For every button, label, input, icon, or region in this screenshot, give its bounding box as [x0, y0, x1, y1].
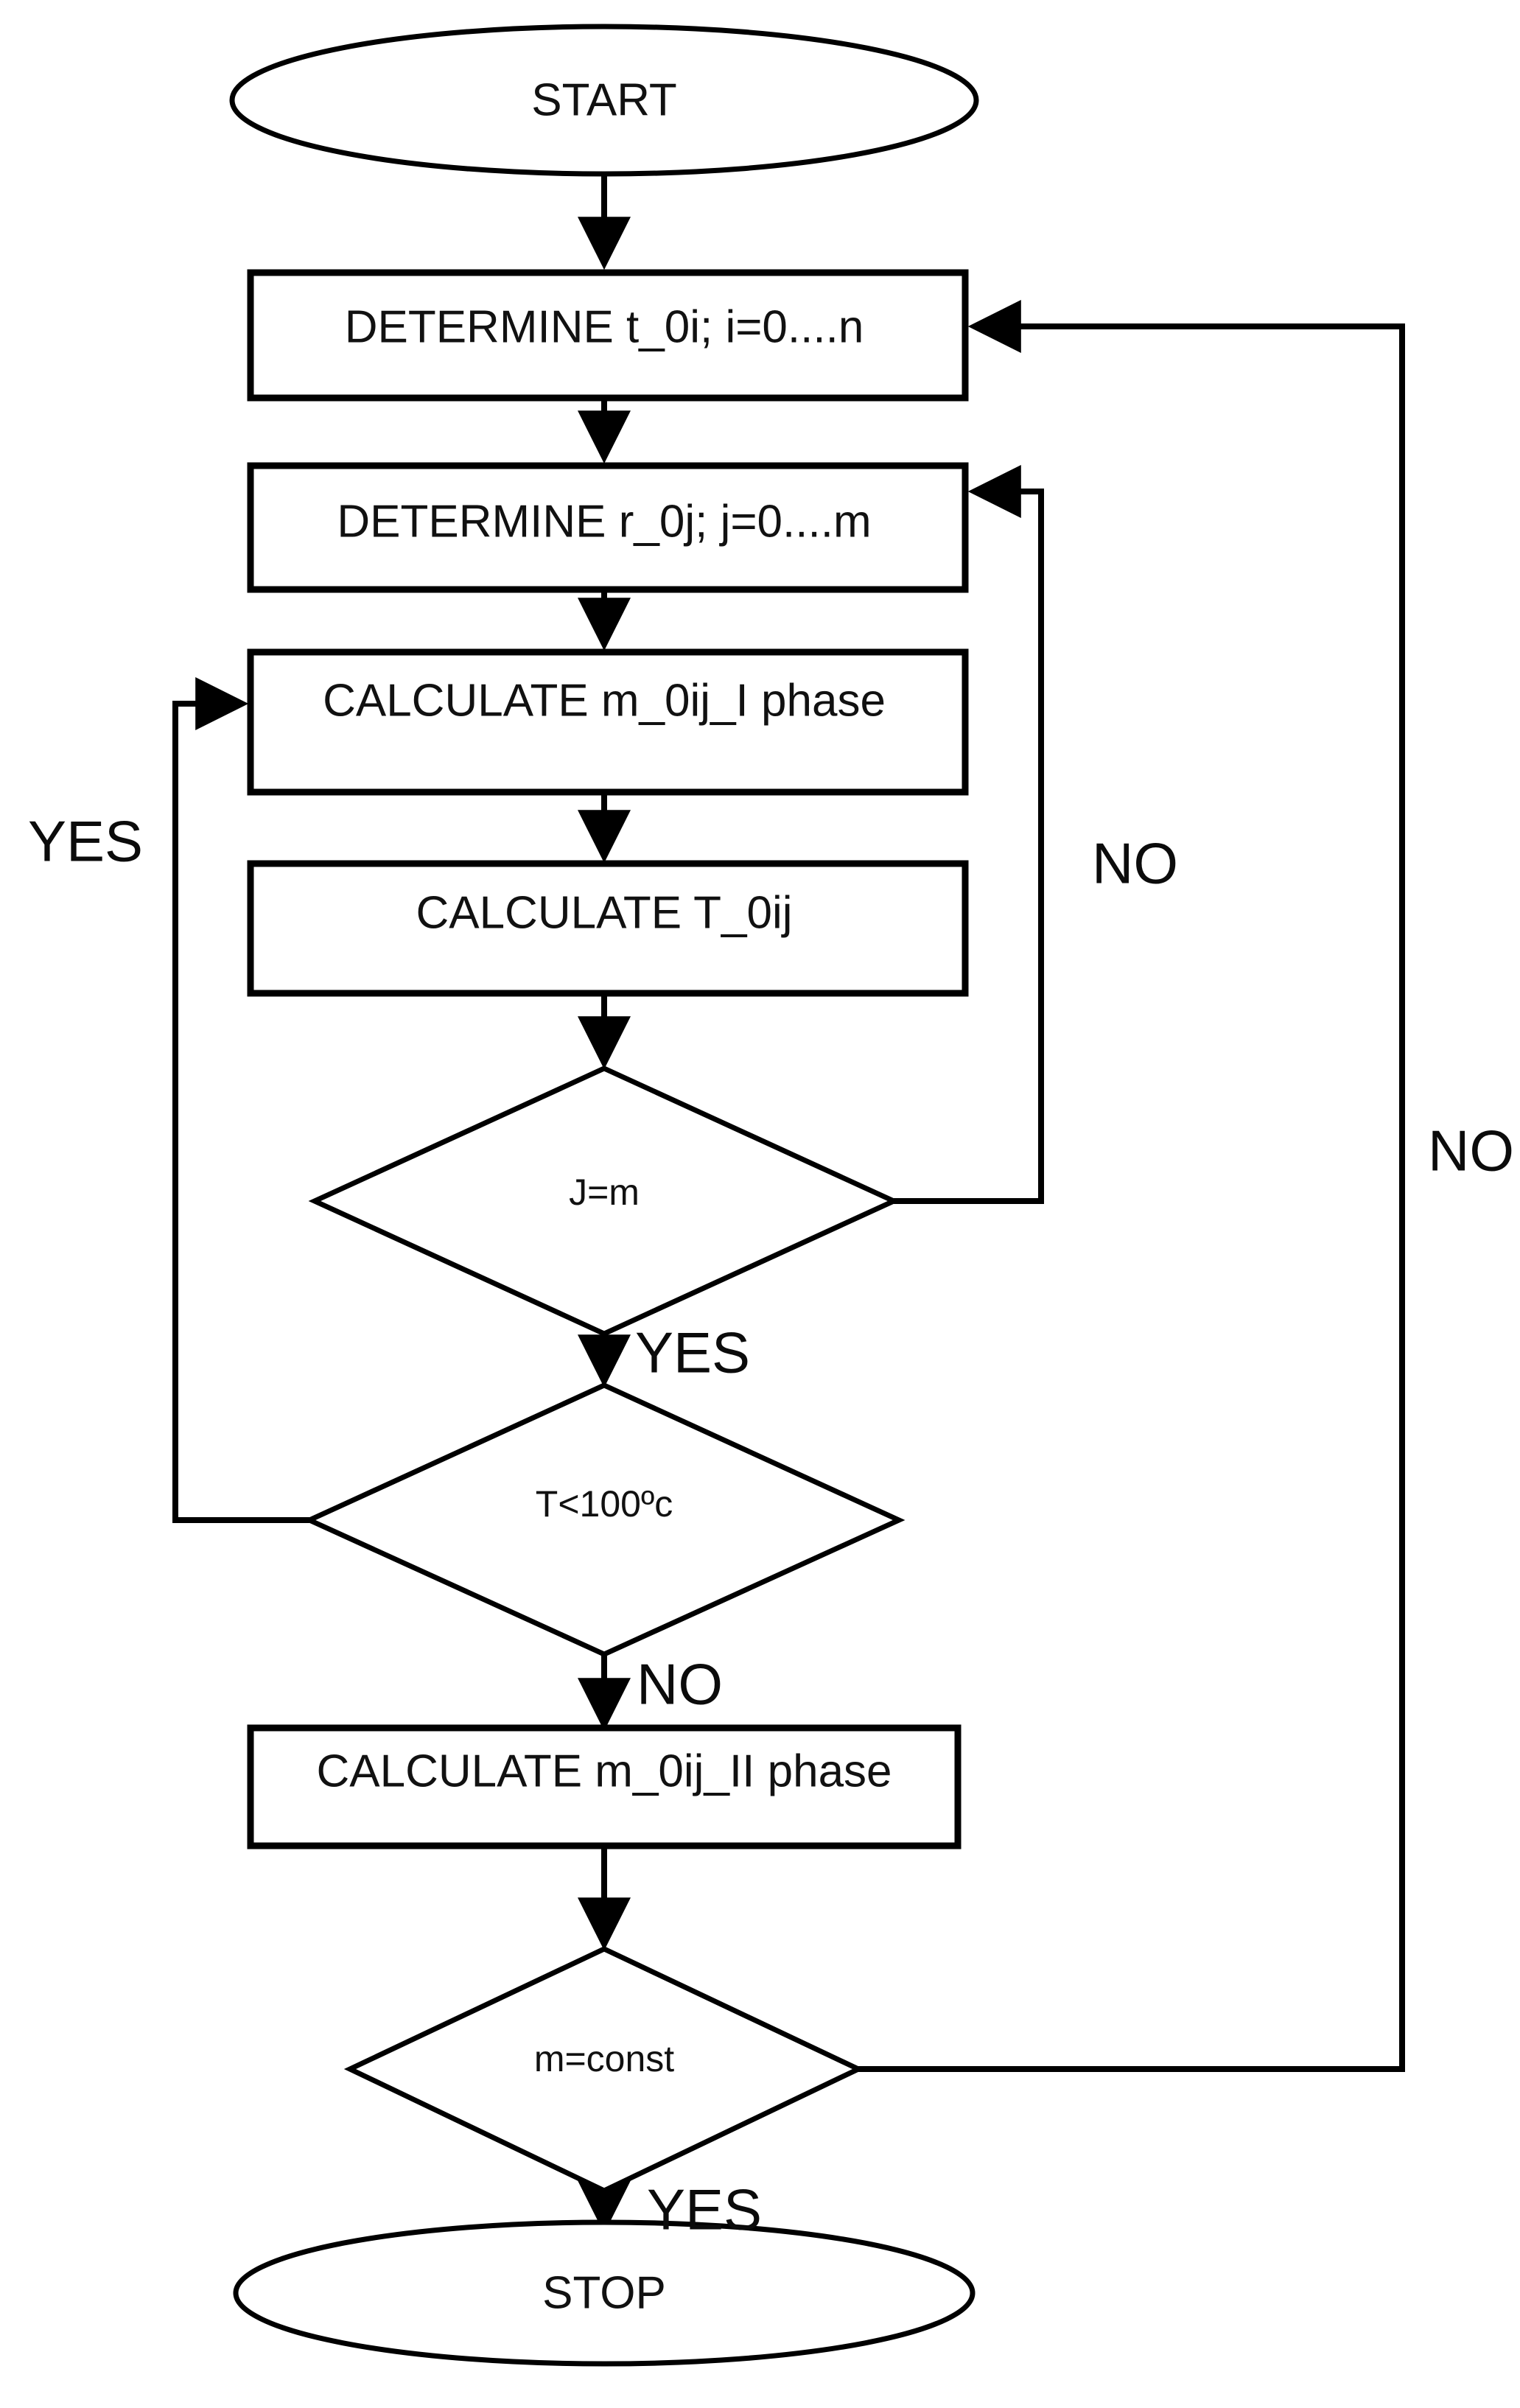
node-determine-r0j[interactable]: DETERMINE r_0j; j=0....m — [247, 462, 969, 593]
node-decision-temperature[interactable]: T<100ºc — [303, 1382, 906, 1657]
stop-ellipse — [233, 2219, 976, 2367]
node-calculate-t0ij[interactable]: CALCULATE T_0ij — [247, 860, 969, 997]
edge-label-no-right: NO — [1428, 1119, 1514, 1183]
determine-t0i-box — [247, 269, 969, 402]
decision-j-equals-m-diamond — [308, 1065, 900, 1337]
nodes: START DETERMINE t_0i; i=0....n DETERMINE… — [229, 24, 979, 2367]
decision-m-const-label: m=const — [534, 2038, 674, 2079]
node-start[interactable]: START — [229, 24, 979, 177]
calculate-m0ij-i-box — [247, 648, 969, 796]
node-stop[interactable]: STOP — [233, 2219, 976, 2367]
determine-t0i-label: DETERMINE t_0i; i=0....n — [345, 301, 864, 352]
edge-label-no-middle: NO — [1092, 831, 1178, 896]
edge-dec-T-yes-loop — [172, 677, 309, 1523]
decision-m-const-diamond — [343, 1946, 865, 2194]
node-calculate-m0ij-ii[interactable]: CALCULATE m_0ij_II phase — [247, 1724, 962, 1849]
node-determine-t0i[interactable]: DETERMINE t_0i; i=0....n — [247, 269, 969, 402]
calculate-t0ij-label: CALCULATE T_0ij — [416, 887, 792, 938]
connectors — [172, 174, 1405, 2234]
node-decision-m-const[interactable]: m=const — [343, 1946, 865, 2194]
calculate-t0ij-box — [247, 860, 969, 997]
node-calculate-m0ij-i[interactable]: CALCULATE m_0ij_I phase — [247, 648, 969, 796]
start-ellipse — [229, 24, 979, 177]
edge-label-yes-m-const: YES — [647, 2177, 762, 2242]
edge-label-no-temperature: NO — [637, 1652, 723, 1717]
decision-temperature-label: T<100ºc — [536, 1483, 673, 1525]
edge-dec-mc-no-loop — [858, 300, 1405, 2072]
node-decision-j-equals-m[interactable]: J=m — [308, 1065, 900, 1337]
edge-label-yes-j-equals-m: YES — [635, 1320, 750, 1385]
calculate-m0ij-ii-box — [247, 1724, 962, 1849]
decision-temperature-diamond — [303, 1382, 906, 1657]
calculate-m0ij-i-label: CALCULATE m_0ij_I phase — [323, 675, 886, 726]
edge-label-yes-left: YES — [28, 809, 143, 874]
calculate-m0ij-ii-label: CALCULATE m_0ij_II phase — [316, 1746, 892, 1796]
decision-j-equals-m-label: J=m — [569, 1172, 640, 1213]
start-label: START — [531, 74, 677, 125]
determine-r0j-box — [247, 462, 969, 593]
edge-labels: YES NO NO YES NO YES — [28, 809, 1514, 2242]
determine-r0j-label: DETERMINE r_0j; j=0....m — [337, 496, 871, 547]
edge-dec-jm-no-loop — [894, 465, 1044, 1204]
stop-label: STOP — [542, 2267, 666, 2318]
